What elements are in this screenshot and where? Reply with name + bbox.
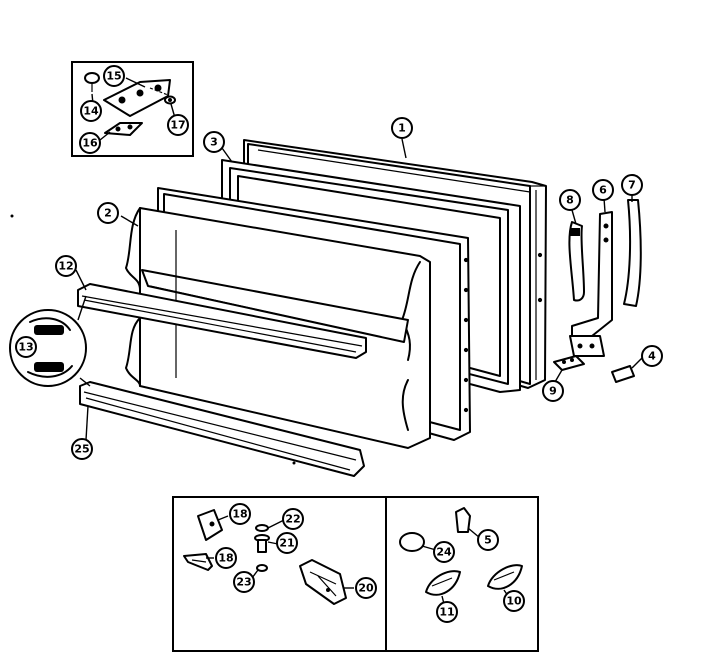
shim-plate-part	[104, 122, 143, 136]
door-handle-insert	[611, 357, 643, 383]
hinge-inset-box: 15 14 17 16	[71, 61, 194, 157]
spacer-plate	[553, 355, 585, 383]
callout-4: 4	[641, 345, 663, 367]
callout-2: 2	[97, 202, 119, 224]
plug-button-part	[399, 532, 437, 552]
lower-retainer-bar	[79, 381, 365, 477]
callout-18-top: 18	[229, 503, 251, 525]
svg-text:12: 12	[58, 260, 73, 273]
svg-text:7: 7	[628, 179, 636, 192]
callout-7: 7	[621, 174, 643, 196]
svg-text:18: 18	[232, 508, 247, 521]
washer-part	[164, 95, 176, 105]
svg-text:21: 21	[279, 537, 294, 550]
latch-bracket-part	[299, 559, 354, 605]
svg-text:16: 16	[82, 137, 98, 150]
callout-3: 3	[203, 131, 225, 153]
svg-text:4: 4	[648, 350, 656, 363]
callout-22: 22	[282, 508, 304, 530]
svg-text:17: 17	[170, 119, 185, 132]
svg-text:11: 11	[439, 606, 454, 619]
svg-text:22: 22	[285, 513, 300, 526]
callout-14: 14	[80, 100, 102, 122]
svg-text:5: 5	[484, 534, 492, 547]
callout-16: 16	[79, 132, 101, 154]
callout-24: 24	[433, 541, 455, 563]
svg-text:24: 24	[436, 546, 452, 559]
svg-text:8: 8	[566, 194, 574, 207]
cap-part	[84, 72, 100, 92]
callout-20: 20	[355, 577, 377, 599]
callout-11: 11	[436, 601, 458, 623]
door-shelf-bar	[75, 269, 367, 359]
detail-circle	[9, 295, 91, 387]
svg-text:1: 1	[398, 122, 406, 135]
callout-6: 6	[592, 179, 614, 201]
cover-right-part	[487, 564, 523, 597]
clip-part	[455, 507, 481, 539]
callout-21: 21	[276, 532, 298, 554]
svg-text:15: 15	[106, 70, 121, 83]
callout-8: 8	[559, 189, 581, 211]
callout-13: 13	[15, 336, 37, 358]
callout-17: 17	[167, 114, 189, 136]
svg-text:9: 9	[549, 385, 557, 398]
callout-23: 23	[233, 571, 255, 593]
svg-text:14: 14	[83, 105, 99, 118]
cover-left-part	[425, 570, 461, 605]
svg-text:2: 2	[104, 207, 112, 220]
callout-10: 10	[503, 590, 525, 612]
svg-text:23: 23	[236, 576, 251, 589]
callout-1: 1	[391, 117, 413, 139]
svg-text:6: 6	[599, 184, 607, 197]
callout-9: 9	[542, 380, 564, 402]
svg-text:20: 20	[358, 582, 374, 595]
door-trim-strip	[623, 194, 642, 307]
svg-text:10: 10	[506, 595, 522, 608]
callout-12: 12	[55, 255, 77, 277]
svg-text:25: 25	[74, 443, 89, 456]
callout-18-bottom: 18	[215, 547, 237, 569]
hinge-pin-bracket-part	[197, 509, 229, 541]
door-stop-strap	[568, 209, 585, 302]
callout-15: 15	[103, 65, 125, 87]
svg-text:3: 3	[210, 136, 218, 149]
callout-5: 5	[477, 529, 499, 551]
callout-25: 25	[71, 438, 93, 460]
svg-text:13: 13	[18, 341, 33, 354]
svg-text:18: 18	[218, 552, 233, 565]
hardware-box: 18 18 22 21 23 20 24 5 11 10	[172, 496, 539, 652]
hinge-plate-part	[103, 79, 171, 117]
hinge-pin-part	[183, 553, 214, 571]
